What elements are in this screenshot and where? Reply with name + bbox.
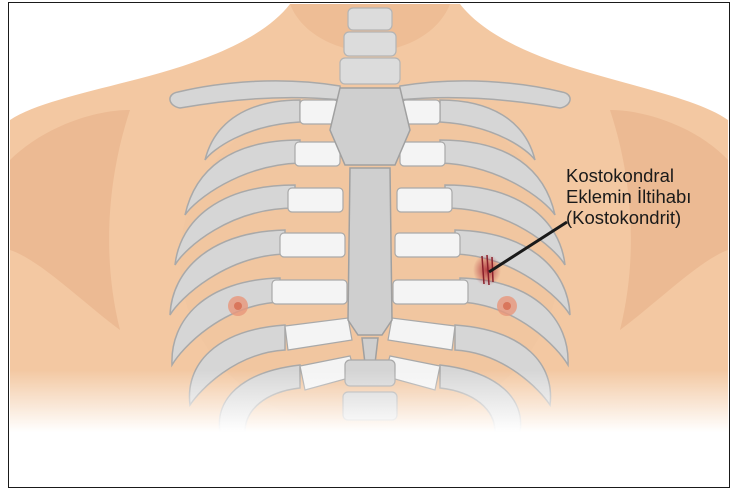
callout-line-3: (Kostokondrit) [566, 207, 691, 228]
callout-label: Kostokondral Eklemin İltihabı (Kostokond… [566, 165, 691, 228]
callout-line-1: Kostokondral [566, 165, 691, 186]
callout-line-2: Eklemin İltihabı [566, 186, 691, 207]
cervical-vertebrae [340, 8, 400, 84]
inflamed-joint-marker [473, 254, 501, 286]
